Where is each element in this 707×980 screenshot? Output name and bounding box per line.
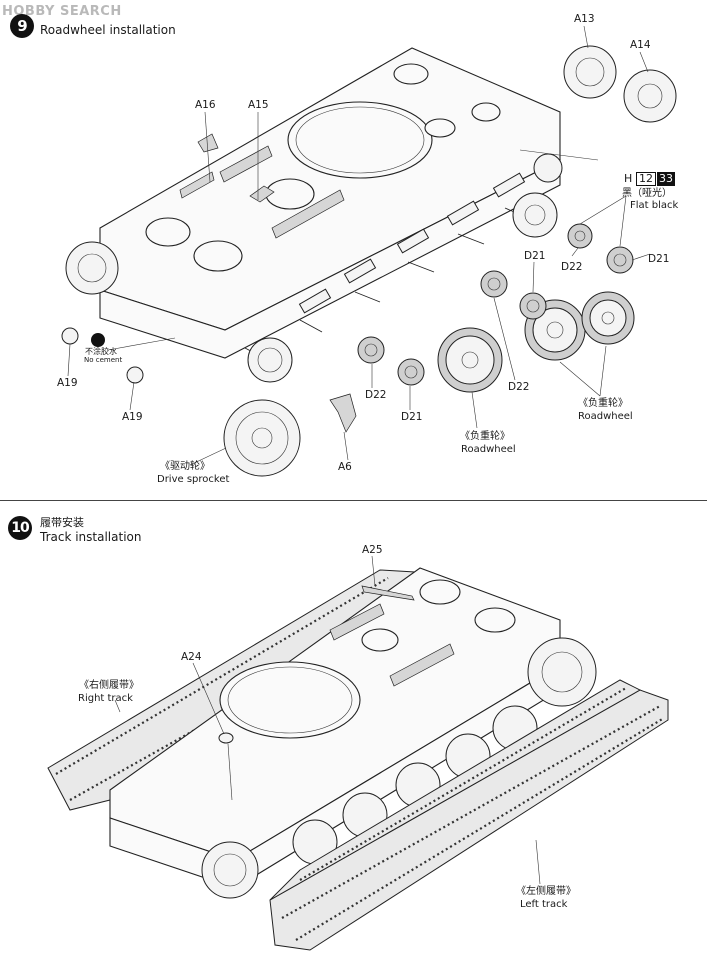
paint-name-zh: 黑（哑光）	[622, 188, 672, 199]
part-label-a19-left: A19	[57, 377, 78, 389]
left-track-zh: 《左侧履带》	[516, 886, 576, 897]
paint-code-2: 33	[657, 172, 675, 186]
right-track-en: Right track	[78, 693, 133, 704]
part-label-a25: A25	[362, 544, 383, 556]
part-label-a14: A14	[630, 39, 651, 51]
step-divider	[0, 500, 707, 501]
part-label-d22-c: D22	[561, 261, 583, 273]
roadwheel-en-2: Roadwheel	[578, 411, 633, 422]
part-label-a13: A13	[574, 13, 595, 25]
step-10-title-zh: 履带安装	[40, 516, 84, 529]
right-track-zh: 《右侧履带》	[79, 680, 139, 691]
no-cement-zh: 不涂胶水	[85, 347, 117, 356]
no-cement-en: No cement	[84, 356, 123, 364]
watermark-text: HOBBY SEARCH	[2, 4, 122, 19]
part-label-d22-a: D22	[365, 389, 387, 401]
step-9-title: Roadwheel installation	[40, 23, 176, 37]
part-label-a16: A16	[195, 99, 216, 111]
part-label-a19-right: A19	[122, 411, 143, 423]
part-label-d21-c: D21	[648, 253, 670, 265]
step-10-title-en: Track installation	[40, 530, 142, 544]
roadwheel-zh-1: 《负重轮》	[460, 431, 510, 442]
paint-name-en: Flat black	[630, 200, 679, 211]
sprocket-en: Drive sprocket	[157, 474, 230, 485]
part-label-d22-b: D22	[508, 381, 530, 393]
step-9-illustration	[61, 25, 677, 477]
roadwheel-zh-2: 《负重轮》	[578, 398, 628, 409]
part-label-a15: A15	[248, 99, 269, 111]
paint-code-1: 12	[636, 172, 656, 186]
step-9-number: 9	[10, 14, 34, 38]
paint-prefix: H	[624, 172, 633, 185]
sprocket-zh: 《驱动轮》	[160, 461, 210, 472]
part-label-a24: A24	[181, 651, 202, 663]
part-label-d21-b: D21	[524, 250, 546, 262]
roadwheel-en-1: Roadwheel	[461, 444, 516, 455]
part-label-a6: A6	[338, 461, 352, 473]
part-label-d21-a: D21	[401, 411, 423, 423]
left-track-en: Left track	[520, 899, 568, 910]
step-10-number: 10	[8, 516, 32, 540]
